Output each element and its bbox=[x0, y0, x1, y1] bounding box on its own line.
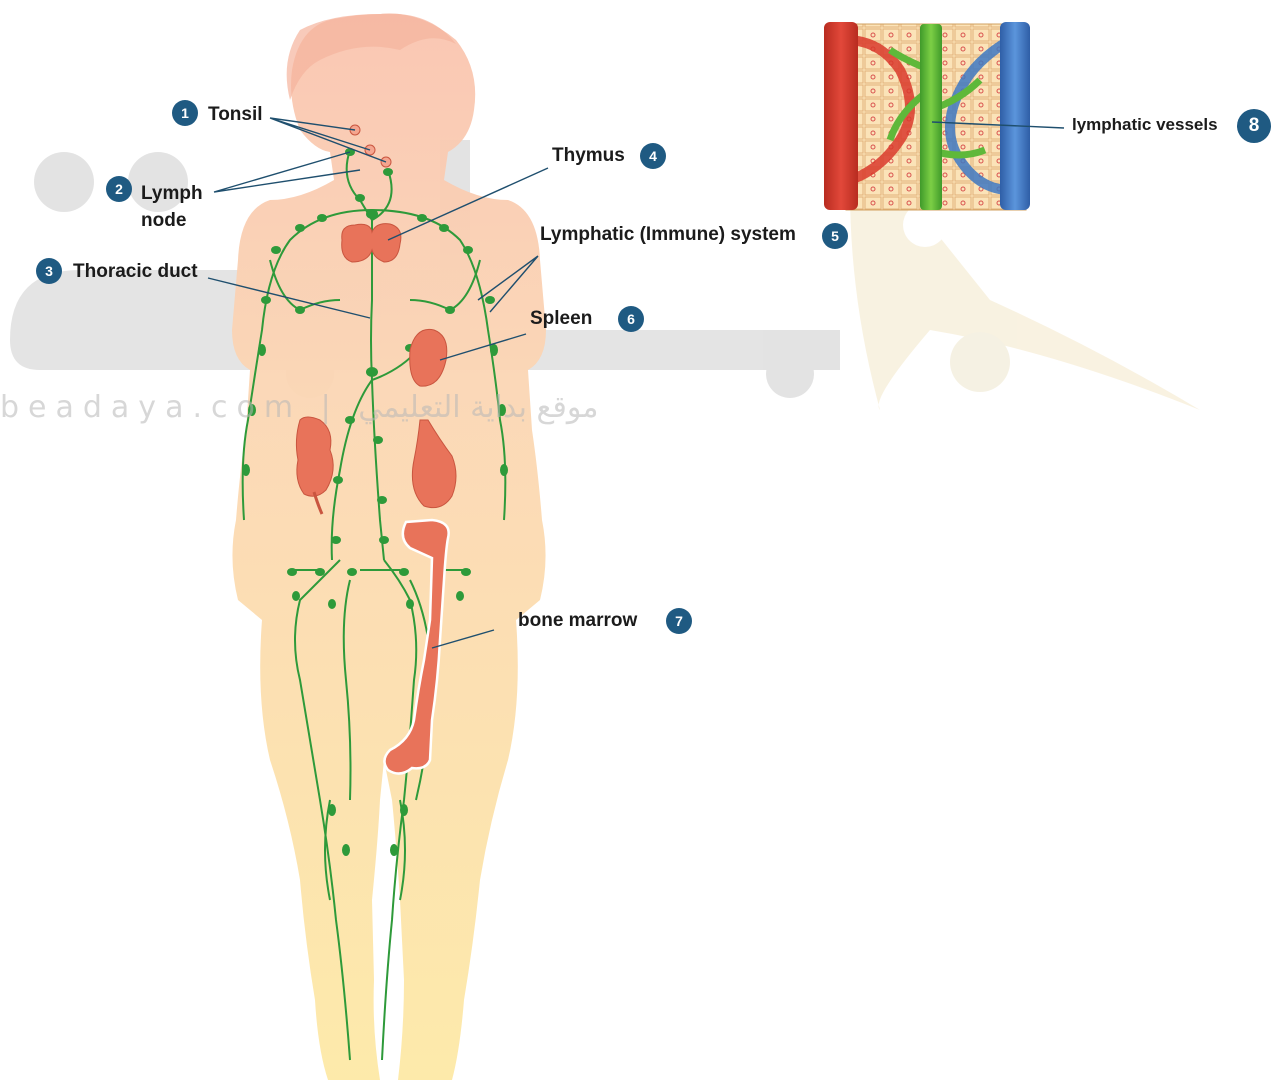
bone-marrow-badge: 7 bbox=[666, 608, 692, 634]
thoracic-duct-label: Thoracic duct bbox=[73, 258, 198, 286]
thymus-label: Thymus bbox=[552, 142, 625, 170]
lymph-node-badge: 2 bbox=[106, 176, 132, 202]
spleen-label: Spleen bbox=[530, 305, 592, 333]
lymphatic-vessels-badge: 8 bbox=[1237, 109, 1271, 143]
spleen-badge: 6 bbox=[618, 306, 644, 332]
thymus-badge: 4 bbox=[640, 143, 666, 169]
tonsil-label: Tonsil bbox=[208, 101, 263, 129]
lymphatic-vessels-label: lymphatic vessels bbox=[1072, 111, 1218, 139]
lymph-node-label-line1: Lymph bbox=[141, 180, 203, 208]
intestine-organ bbox=[296, 417, 333, 496]
capillary-inset bbox=[824, 22, 1030, 210]
tonsil-badge: 1 bbox=[172, 100, 198, 126]
lymphatic-system-badge: 5 bbox=[822, 223, 848, 249]
thoracic-duct-badge: 3 bbox=[36, 258, 62, 284]
bone-marrow-label: bone marrow bbox=[518, 607, 637, 635]
lymphatic-system-label: Lymphatic (Immune) system bbox=[540, 221, 796, 249]
lymph-node-label-line2: node bbox=[141, 207, 186, 235]
watermark-url: beadaya.com | موقع بداية التعليمي bbox=[0, 390, 598, 425]
